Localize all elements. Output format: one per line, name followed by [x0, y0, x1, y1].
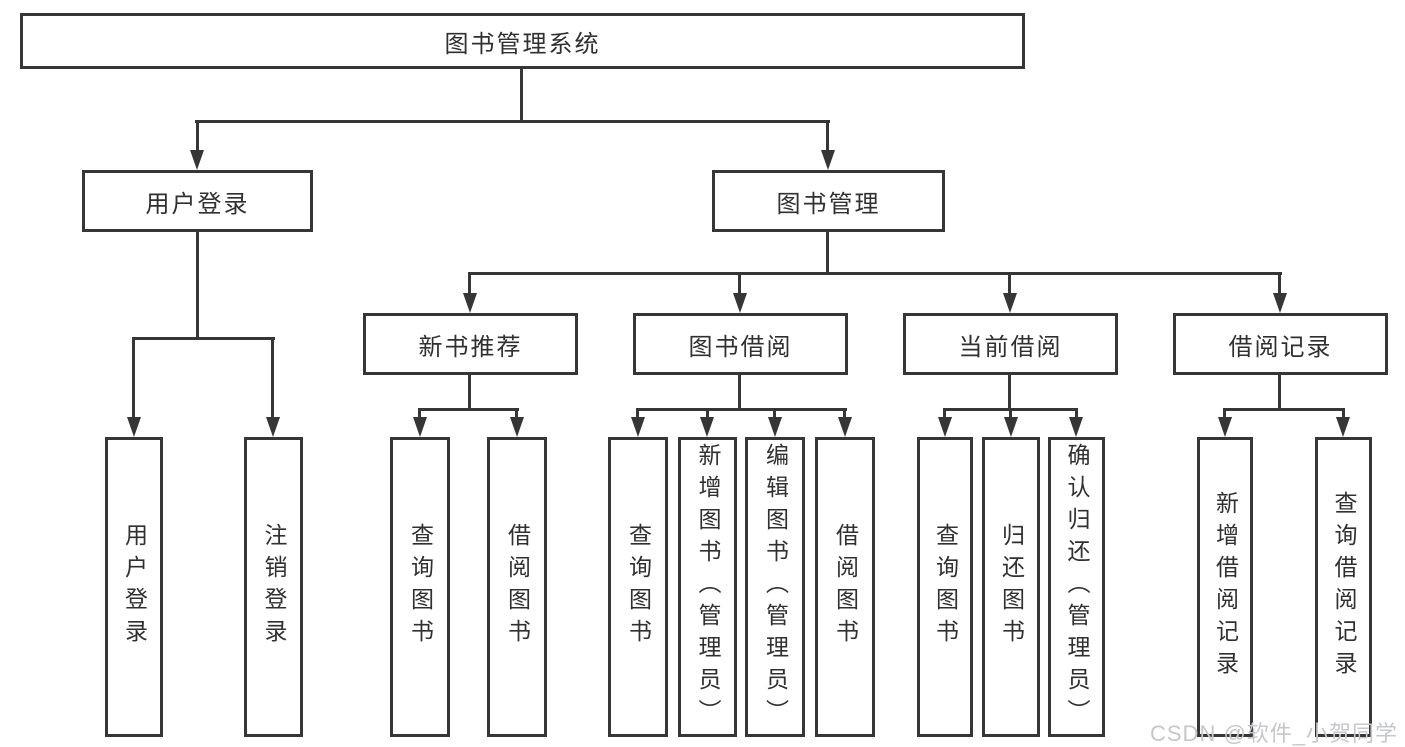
node-current-borrow: 当前借阅: [903, 313, 1118, 375]
leaf-query-books-recommend: 查询图书: [390, 437, 450, 737]
node-book-borrow: 图书借阅: [633, 313, 848, 375]
connector-drop-l3: [1008, 274, 1011, 296]
node-book-management: 图书管理: [712, 170, 945, 232]
leaf-query-books-borrow: 查询图书: [608, 437, 668, 737]
connector-book-mgmt-stem: [826, 232, 829, 274]
leaf-add-book-admin: 新增图书（管理员）: [678, 437, 737, 737]
leaf-query-books-current: 查询图书: [917, 437, 973, 737]
connector-l2-hline: [195, 120, 830, 123]
connector-drop-user-login: [196, 122, 199, 154]
leaf-logout: 注销登录: [244, 437, 303, 737]
arrow-down-icon: [733, 293, 747, 313]
arrow-down-icon: [1218, 417, 1232, 437]
connector-drop-leaf: [132, 339, 135, 421]
arrow-down-icon: [631, 417, 645, 437]
arrow-down-icon: [768, 417, 782, 437]
connector-l3-stem: [738, 375, 741, 411]
connector-user-leaves-hline: [132, 337, 275, 340]
connector-leaves-hline: [636, 408, 847, 411]
connector-drop-l3: [468, 274, 471, 296]
arrow-down-icon: [838, 417, 852, 437]
node-root: 图书管理系统: [20, 13, 1025, 69]
arrow-down-icon: [127, 417, 141, 437]
arrow-down-icon: [1336, 417, 1350, 437]
arrow-down-icon: [821, 150, 835, 170]
arrow-down-icon: [463, 293, 477, 313]
arrow-down-icon: [413, 417, 427, 437]
leaf-return-book: 归还图书: [982, 437, 1040, 737]
leaf-confirm-return-admin: 确认归还（管理员）: [1048, 437, 1105, 737]
connector-user-login-stem: [196, 232, 199, 339]
arrow-down-icon: [266, 417, 280, 437]
connector-drop-book-mgmt: [826, 122, 829, 154]
node-borrow-records: 借阅记录: [1173, 313, 1388, 375]
connector-leaves-hline: [418, 408, 519, 411]
leaf-borrow-books-recommend: 借阅图书: [487, 437, 547, 737]
leaf-user-login: 用户登录: [105, 437, 163, 737]
arrow-down-icon: [510, 417, 524, 437]
connector-l3-stem: [468, 375, 471, 411]
connector-l3-stem: [1278, 375, 1281, 411]
arrow-down-icon: [1003, 293, 1017, 313]
arrow-down-icon: [700, 417, 714, 437]
arrow-down-icon: [1273, 293, 1287, 313]
leaf-borrow-books: 借阅图书: [815, 437, 875, 737]
connector-leaves-hline: [1223, 408, 1345, 411]
connector-l3-hline: [468, 272, 1282, 275]
node-user-login: 用户登录: [82, 170, 313, 232]
connector-leaves-hline: [943, 408, 1078, 411]
connector-l3-stem: [1008, 375, 1011, 411]
connector-drop-leaf: [271, 339, 274, 421]
connector-drop-l3: [738, 274, 741, 296]
arrow-down-icon: [190, 150, 204, 170]
connector-root-stem: [520, 67, 523, 123]
arrow-down-icon: [1069, 417, 1083, 437]
leaf-query-borrow-record: 查询借阅记录: [1315, 437, 1372, 737]
node-new-book-recommend: 新书推荐: [363, 313, 578, 375]
connector-drop-l3: [1278, 274, 1281, 296]
arrow-down-icon: [938, 417, 952, 437]
watermark: CSDN @软件_小贺同学: [1150, 721, 1399, 746]
leaf-edit-book-admin: 编辑图书（管理员）: [745, 437, 805, 737]
leaf-add-borrow-record: 新增借阅记录: [1197, 437, 1253, 737]
arrow-down-icon: [1004, 417, 1018, 437]
